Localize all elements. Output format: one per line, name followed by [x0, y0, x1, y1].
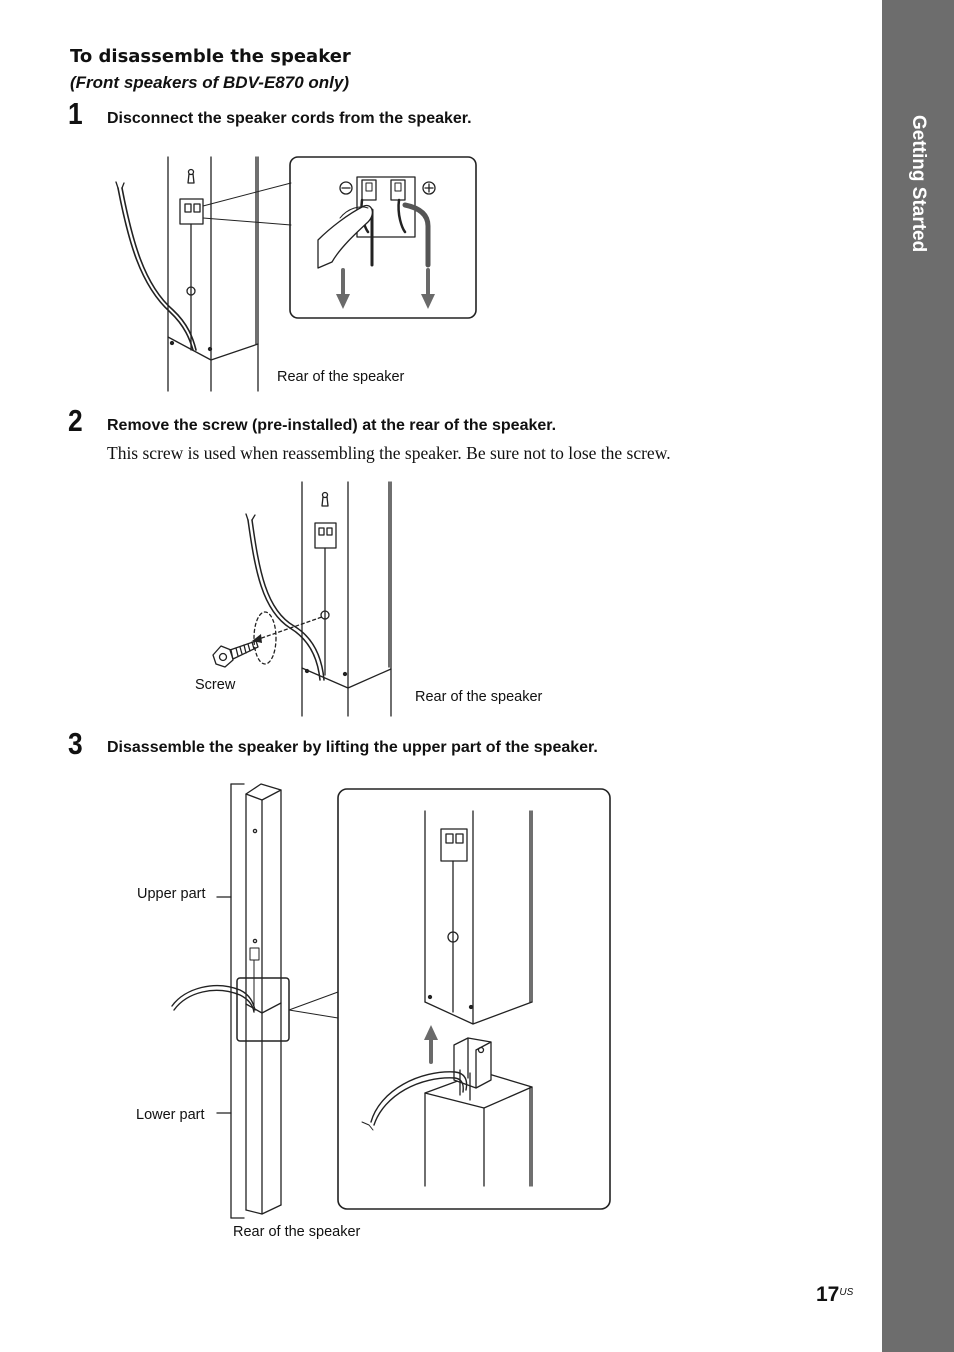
- figure-3-caption: Rear of the speaker: [233, 1224, 360, 1240]
- figure-1-zoom-inset: [203, 157, 476, 318]
- figure-2-caption: Rear of the speaker: [415, 689, 542, 705]
- screw-icon: [213, 641, 258, 667]
- figure-1-caption: Rear of the speaker: [277, 369, 404, 385]
- page-number-value: 17: [816, 1283, 839, 1306]
- figure-2-speaker-rear: [246, 482, 391, 716]
- upper-part-caption: Upper part: [137, 886, 206, 902]
- lower-part-caption: Lower part: [136, 1107, 205, 1123]
- figure-3-full-speaker: [172, 784, 338, 1218]
- page-number: 17US: [816, 1283, 853, 1307]
- figure-1-speaker-rear: [116, 157, 258, 391]
- figure-3-zoom-inset: [338, 789, 610, 1209]
- page-number-suffix: US: [839, 1287, 853, 1298]
- screw-caption: Screw: [195, 677, 235, 693]
